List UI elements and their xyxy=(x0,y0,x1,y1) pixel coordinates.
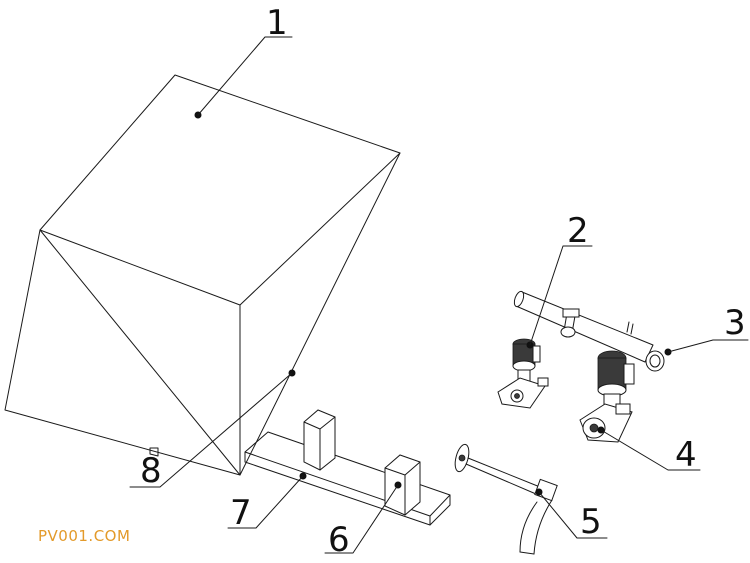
callout-8-leader xyxy=(129,372,293,488)
tank-box xyxy=(4,74,401,476)
callout-8-label: 8 xyxy=(140,451,162,491)
callout-2-group: 2 xyxy=(526,211,593,349)
callout-6-group: 6 xyxy=(324,481,402,560)
mount-blocks xyxy=(303,409,421,516)
callout-1-group: 1 xyxy=(194,3,293,119)
callout-2-label: 2 xyxy=(567,211,589,251)
callout-8-group: 8 xyxy=(129,369,296,491)
callout-6-leader xyxy=(324,484,399,554)
callout-3-leader xyxy=(667,339,749,353)
callout-2-leader xyxy=(529,245,593,346)
watermark: PV001.COM xyxy=(38,527,130,545)
callout-6-label: 6 xyxy=(328,520,350,560)
callout-4-label: 4 xyxy=(675,435,697,475)
callout-5-label: 5 xyxy=(580,502,602,542)
callout-3-group: 3 xyxy=(664,303,749,356)
pipe-manifold xyxy=(513,290,665,372)
callout-7-leader xyxy=(227,475,304,529)
small-pump xyxy=(497,338,549,409)
callout-7-group: 7 xyxy=(227,472,307,533)
callout-1-label: 1 xyxy=(266,3,288,43)
suction-pipe xyxy=(454,443,558,555)
large-pump xyxy=(579,350,635,443)
callout-1-leader xyxy=(197,36,293,116)
callout-5-group: 5 xyxy=(535,488,608,542)
callout-7-label: 7 xyxy=(230,493,252,533)
base-beam xyxy=(244,431,451,526)
callout-4-group: 4 xyxy=(597,426,701,475)
callout-3-label: 3 xyxy=(724,303,746,343)
callout-5-leader xyxy=(538,491,608,539)
callout-4-leader xyxy=(600,429,701,471)
